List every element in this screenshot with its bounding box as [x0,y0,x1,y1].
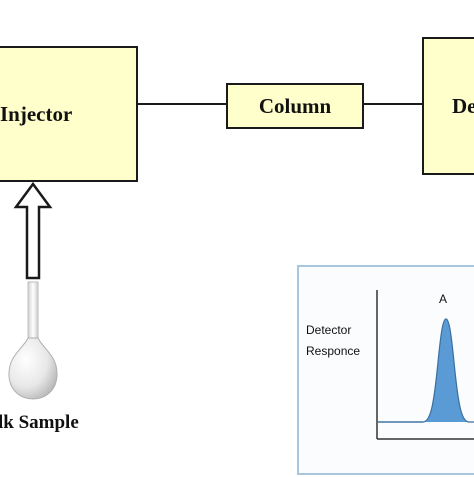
injector-column-connector [138,103,226,105]
milk-sample-label: lk Sample [0,412,79,433]
detector-label: De [452,93,474,118]
column-label: Column [258,93,332,118]
peak-a [377,318,474,423]
column-detector-connector [364,103,422,105]
y-axis-label-line2: Responce [306,344,361,358]
peak-label: A [439,292,448,306]
detector-box: De [422,37,474,175]
sample-vial-icon [8,281,58,400]
injector-box: Injector [0,46,138,182]
up-arrow-icon [13,181,53,280]
chromatogram-plot [376,290,474,440]
chromatogram-inset: Detector Responce A [297,265,474,475]
injector-label: Injector [0,101,73,126]
column-box: Column [226,83,364,129]
y-axis-label-line1: Detector [306,323,352,337]
